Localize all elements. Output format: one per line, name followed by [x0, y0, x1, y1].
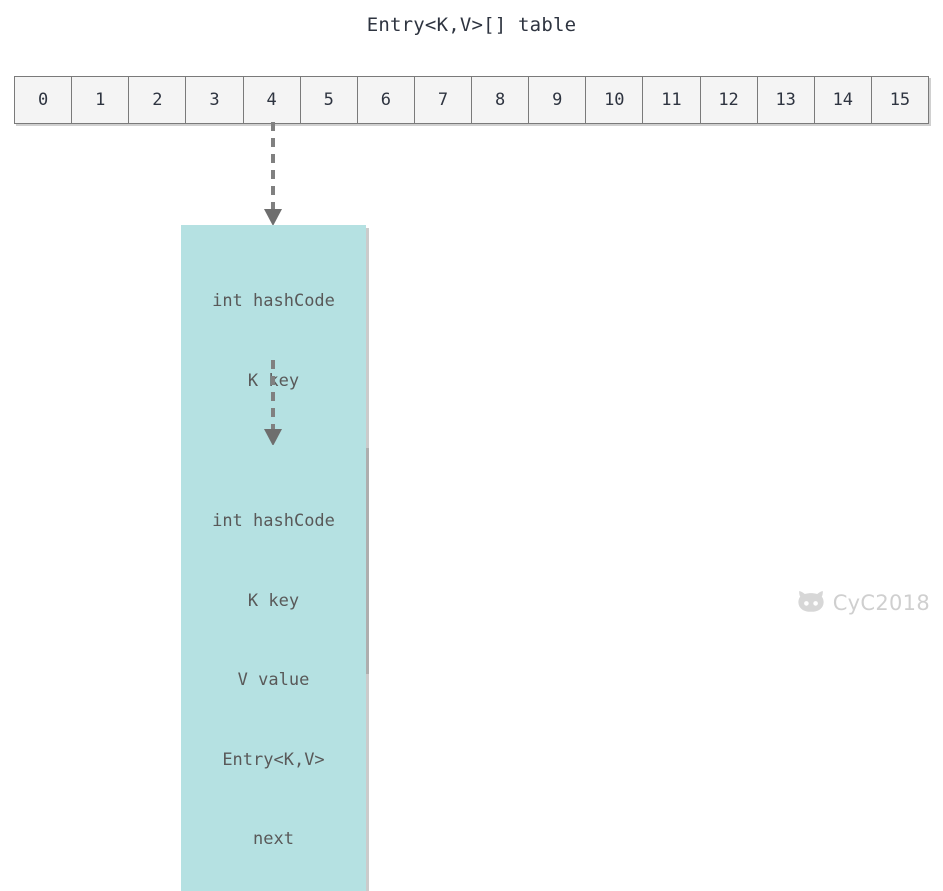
bucket-cell-2[interactable]: 2 [129, 77, 187, 123]
bucket-cell-10[interactable]: 10 [586, 77, 644, 123]
bucket-cell-0[interactable]: 0 [15, 77, 73, 123]
bucket-cell-5[interactable]: 5 [300, 77, 358, 123]
entry-node-2-field-value: V value [237, 670, 310, 690]
bucket-cell-1[interactable]: 1 [72, 77, 130, 123]
entry-node-2[interactable]: int hashCode K key V value Entry<K,V> ne… [181, 445, 366, 891]
watermark-label: CyC2018 [832, 591, 930, 615]
bucket-cell-9[interactable]: 9 [529, 77, 587, 123]
arrow-bucket-to-entry-node-1 [264, 122, 282, 226]
bucket-cell-8[interactable]: 8 [472, 77, 530, 123]
bucket-cell-15[interactable]: 15 [871, 77, 928, 123]
bucket-cell-4[interactable]: 4 [243, 77, 301, 123]
bucket-cell-12[interactable]: 12 [700, 77, 758, 123]
page-title: Entry<K,V>[] table [366, 14, 577, 36]
octocat-icon [796, 590, 826, 616]
entry-node-2-field-type: Entry<K,V> [222, 749, 325, 770]
entry-node-2-field-next: next [253, 829, 294, 849]
entry-node-2-field-key: K key [247, 590, 300, 611]
bucket-cell-13[interactable]: 13 [757, 77, 815, 123]
bucket-array: 0 1 2 3 4 5 6 7 8 9 10 11 12 13 14 15 [14, 76, 929, 124]
bucket-cell-11[interactable]: 11 [643, 77, 701, 123]
watermark: CyC2018 [796, 590, 930, 616]
bucket-cell-3[interactable]: 3 [186, 77, 244, 123]
bucket-cell-6[interactable]: 6 [357, 77, 415, 123]
arrow-entry-node-1-to-entry-node-2 [264, 360, 282, 446]
entry-node-1-field-key: K key [247, 370, 300, 391]
entry-node-1-field-hashcode: int hashCode [212, 291, 335, 311]
entry-node-2-field-hashcode: int hashCode [212, 511, 335, 531]
bucket-cell-14[interactable]: 14 [814, 77, 872, 123]
bucket-cell-7[interactable]: 7 [414, 77, 472, 123]
